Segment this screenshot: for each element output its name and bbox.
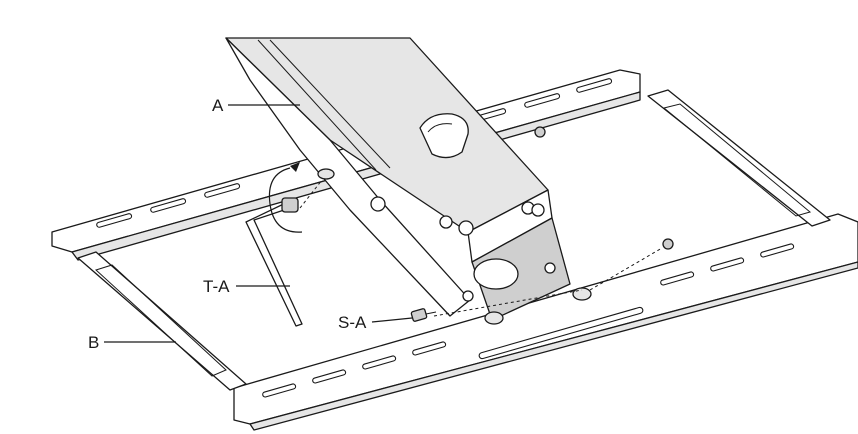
label-sa: S-A <box>338 313 413 332</box>
label-b: B <box>88 333 176 352</box>
mounting-arm <box>225 37 571 321</box>
hex-key-t-a <box>245 197 303 327</box>
label-sa-text: S-A <box>338 313 367 332</box>
label-ta: T-A <box>203 277 290 296</box>
screw-s-a <box>410 308 437 322</box>
label-a-text: A <box>212 96 224 115</box>
front-rail-slots <box>262 243 795 398</box>
rotation-arrow-icon <box>268 162 303 233</box>
label-a: A <box>212 96 300 115</box>
back-rail-slots <box>96 78 613 228</box>
label-b-text: B <box>88 333 99 352</box>
label-ta-text: T-A <box>203 277 230 296</box>
